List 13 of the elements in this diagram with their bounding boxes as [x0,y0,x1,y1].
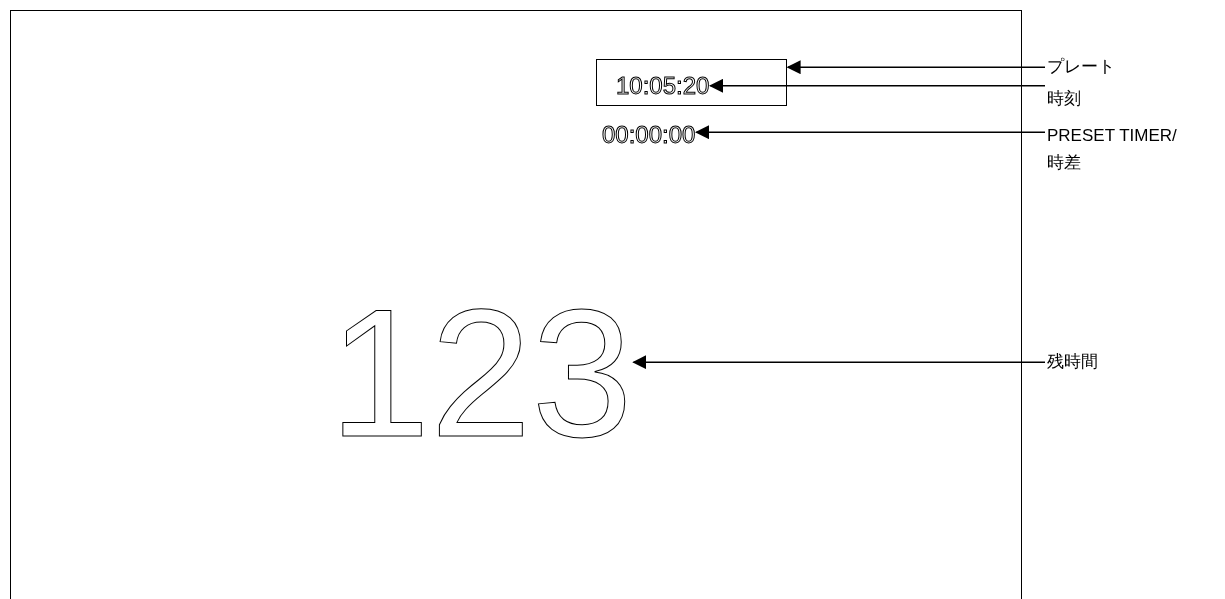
screen-frame [10,10,1022,599]
plate-box [596,59,787,106]
leader-arrow [632,355,1046,370]
leader-arrow [695,125,1046,140]
callout-label: 残時間 [1047,352,1098,372]
callout-label: 時刻 [1047,89,1081,109]
remaining-time-value: 123 [329,269,633,479]
leader-arrow [709,78,1046,93]
clock-time: 10:05:20 [616,72,710,100]
callout-label: PRESET TIMER/ 時差 [1047,122,1189,177]
leader-arrow [786,60,1046,75]
timer-value: 00:00:00 [602,121,696,149]
callout-label: プレート [1047,57,1115,77]
